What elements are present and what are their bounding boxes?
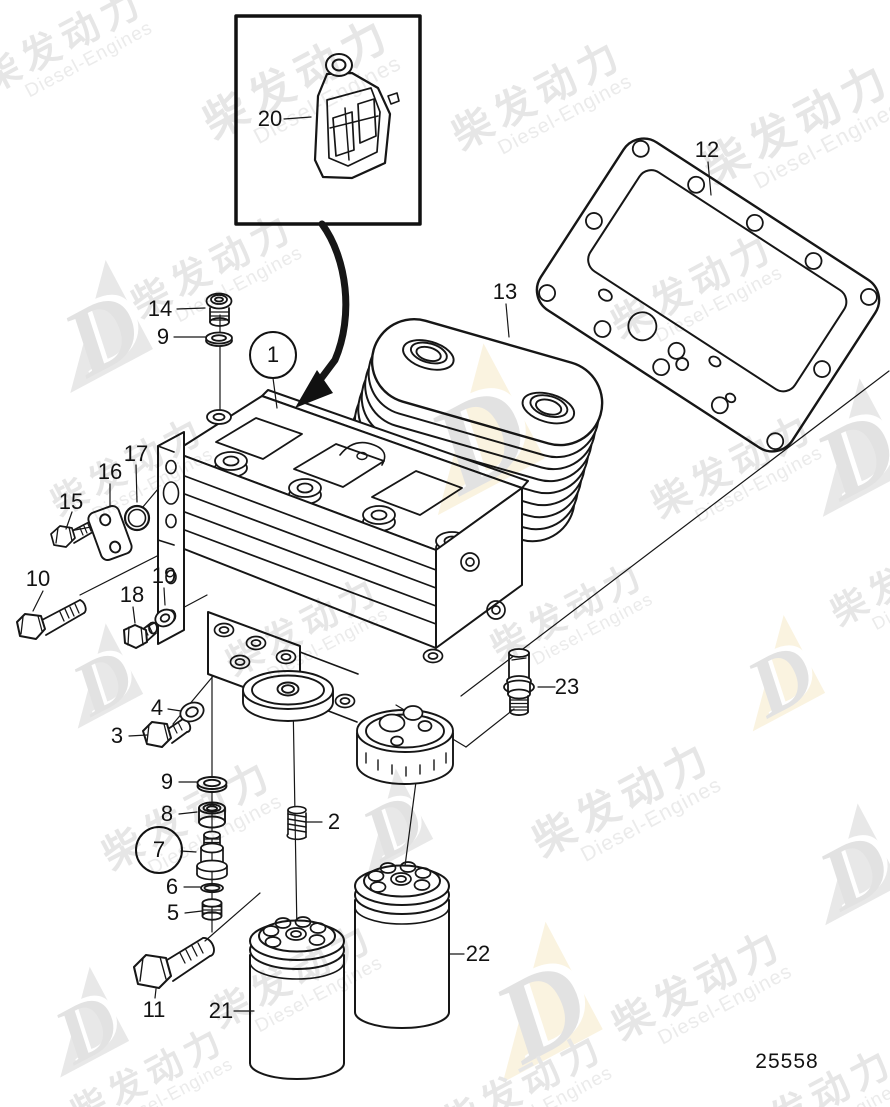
part-ring-6 xyxy=(200,882,224,894)
part-oil-cooler-housing xyxy=(157,389,529,785)
filter-head-right xyxy=(356,705,454,785)
part-valve-piston-7 xyxy=(196,830,228,881)
housing-lower-bosses xyxy=(213,622,444,709)
part-seal-8 xyxy=(198,801,226,829)
filter-head-left xyxy=(242,670,334,722)
part-clip-20 xyxy=(313,53,400,180)
part-bolt-10 xyxy=(16,599,87,640)
part-washer-9-lower xyxy=(196,776,228,793)
part-washer-19 xyxy=(154,608,176,628)
part-cover-16 xyxy=(87,505,133,561)
part-plug-18 xyxy=(123,621,158,649)
part-bolt-11 xyxy=(132,937,215,990)
inset-detail-box xyxy=(234,14,422,408)
part-sensor-23 xyxy=(503,648,535,716)
part-bolt-3 xyxy=(142,718,192,748)
label-leaders xyxy=(32,116,712,1012)
part-gasket xyxy=(535,137,881,453)
part-oring-17 xyxy=(123,504,151,532)
pointer-arrow xyxy=(295,220,350,408)
part-oil-filter-22 xyxy=(354,861,450,1029)
part-spring-2 xyxy=(286,805,307,841)
part-washer-4 xyxy=(179,701,205,723)
part-plug-5 xyxy=(201,898,223,921)
part-washer-9-top xyxy=(205,331,233,347)
part-plug-14 xyxy=(205,292,233,327)
part-oil-filter-21 xyxy=(249,916,345,1080)
figure-number: 25558 xyxy=(755,1050,819,1073)
